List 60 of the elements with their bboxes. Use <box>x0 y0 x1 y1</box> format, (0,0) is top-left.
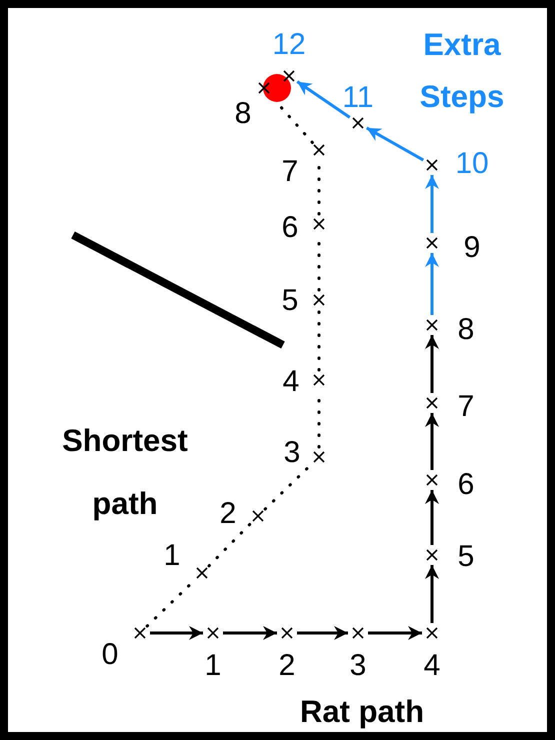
step-number: 2 <box>278 651 296 681</box>
arrow <box>368 626 422 640</box>
step-number: 1 <box>204 651 222 681</box>
goal-circle <box>263 74 291 102</box>
step-number: 7 <box>458 392 474 422</box>
arrow <box>296 80 351 119</box>
cross-marker <box>311 142 327 158</box>
step-number: 12 <box>272 30 306 60</box>
cross-marker <box>350 115 366 131</box>
step-number: 3 <box>284 438 300 468</box>
cross-marker <box>132 625 148 641</box>
cross-marker <box>281 68 297 84</box>
cross-marker <box>194 565 210 581</box>
dotted-path <box>318 308 320 372</box>
cross-marker <box>424 317 440 333</box>
step-number: 4 <box>424 651 440 681</box>
arrow <box>425 335 439 393</box>
cross-marker <box>424 625 440 641</box>
cross-marker <box>350 625 366 641</box>
step-number: 5 <box>282 286 298 316</box>
step-number: 4 <box>282 367 300 397</box>
step-number: 6 <box>282 213 298 243</box>
cross-marker <box>311 292 327 308</box>
cross-marker <box>256 80 272 96</box>
cross-marker <box>424 235 440 251</box>
step-number: 3 <box>350 651 366 681</box>
step-number: 7 <box>282 157 298 187</box>
arrow <box>425 565 439 623</box>
annotation-label: Extra Steps <box>418 26 506 116</box>
arrow <box>425 253 439 315</box>
arrow <box>425 413 439 470</box>
arrow <box>223 626 277 640</box>
arrow <box>425 175 439 233</box>
cross-marker <box>424 472 440 488</box>
step-number: 5 <box>458 542 474 572</box>
cross-marker <box>311 372 327 388</box>
arrow <box>425 490 439 545</box>
cross-marker <box>424 547 440 563</box>
cross-marker <box>205 625 221 641</box>
step-number: 2 <box>220 499 236 529</box>
cross-marker <box>279 625 295 641</box>
step-number: 8 <box>458 315 474 345</box>
cross-marker <box>424 395 440 411</box>
cross-marker <box>424 157 440 173</box>
path-label: Shortest path <box>61 422 189 523</box>
step-number: 1 <box>164 541 180 571</box>
arrow <box>366 126 424 162</box>
step-number: 6 <box>458 470 474 500</box>
step-number: 11 <box>342 83 374 113</box>
path-label: Rat path <box>299 693 425 731</box>
cross-marker <box>250 508 266 524</box>
dotted-path <box>208 522 252 568</box>
step-number: 8 <box>234 99 252 129</box>
step-number: 9 <box>464 233 480 263</box>
cross-marker <box>311 449 327 465</box>
arrow <box>150 626 203 640</box>
arrow <box>297 626 348 640</box>
step-number: 10 <box>455 149 489 179</box>
cross-marker <box>311 216 327 232</box>
step-number: 0 <box>102 640 118 670</box>
